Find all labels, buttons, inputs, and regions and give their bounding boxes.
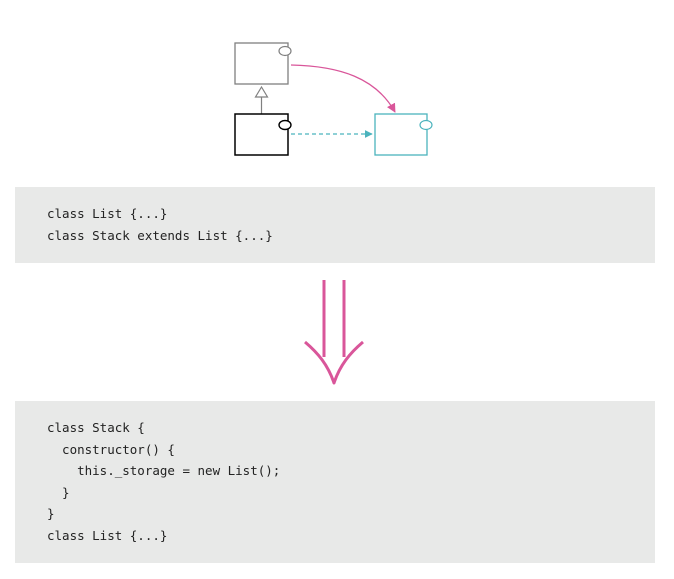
code-line: class List {...} <box>47 206 168 221</box>
delegate-port-icon <box>419 119 433 131</box>
code-before-panel: class List {...} class Stack extends Lis… <box>15 187 655 263</box>
superclass-port-icon <box>278 45 292 57</box>
move-arrow <box>290 64 396 113</box>
inheritance-triangle-icon <box>254 85 269 98</box>
code-line: class Stack { <box>47 420 145 435</box>
subclass-port-icon <box>278 119 292 131</box>
code-line: class List {...} <box>47 527 168 543</box>
code-line: class Stack extends List {...} <box>47 227 273 243</box>
transform-down-arrow-icon <box>304 280 364 385</box>
code-line: } <box>47 506 55 521</box>
refactoring-diagram <box>234 42 433 156</box>
code-line: this._storage = new List(); <box>47 463 281 478</box>
code-line: } <box>47 484 70 500</box>
superclass-box <box>234 42 292 85</box>
code-line: constructor() { <box>47 441 175 457</box>
delegate-box <box>374 113 433 156</box>
subclass-box <box>234 113 292 156</box>
inheritance-link <box>254 85 269 114</box>
code-after-panel: class Stack { constructor() { this._stor… <box>15 401 655 563</box>
